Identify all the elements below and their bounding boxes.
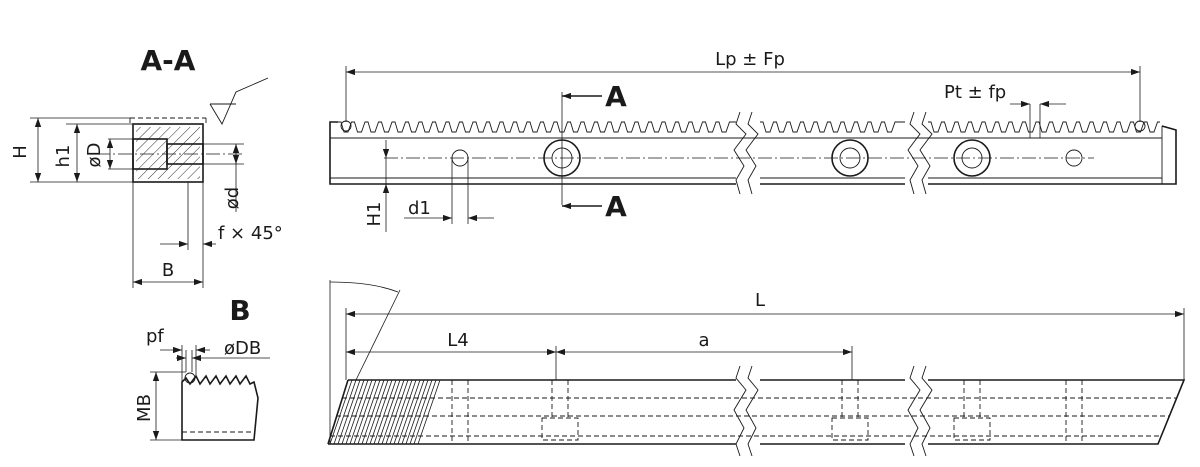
- tooth-line: [385, 379, 409, 445]
- chamfer-label: f × 45°: [218, 223, 283, 244]
- d-label: ød: [222, 187, 243, 209]
- top-view: Lp ± Fp A A: [329, 49, 1177, 232]
- MB-label: MB: [134, 394, 155, 422]
- tooth-line: [341, 379, 365, 445]
- DB-label: øDB: [224, 338, 261, 359]
- tooth-line: [345, 379, 369, 445]
- tooth-line: [381, 379, 405, 445]
- tooth-line: [377, 379, 401, 445]
- lp-label: Lp ± Fp: [715, 49, 785, 70]
- dowel-hole: [1065, 149, 1083, 167]
- tooth-line: [405, 379, 429, 445]
- detail-title: B: [229, 294, 250, 327]
- tooth-line: [329, 379, 353, 445]
- section-mark-bottom: A: [605, 190, 627, 223]
- pf-label: pf: [146, 326, 164, 347]
- d1-label: d1: [408, 198, 431, 219]
- detail-b: B pf øDB MB: [134, 294, 270, 441]
- bottom-view: L L4 a: [327, 280, 1186, 457]
- tooth-line: [397, 379, 421, 445]
- B-label: B: [162, 260, 174, 281]
- helical-teeth: [329, 379, 441, 445]
- break-mark: [907, 111, 921, 195]
- tooth-line: [413, 379, 437, 445]
- tooth-line: [401, 379, 425, 445]
- tooth-line: [393, 379, 417, 445]
- rack-bottom-body: [328, 379, 1186, 445]
- section-mark-top: A: [605, 80, 627, 113]
- D-label: øD: [84, 143, 105, 168]
- tooth-line: [333, 379, 357, 445]
- pitch-label: Pt ± fp: [944, 82, 1006, 103]
- rack-teeth: [338, 121, 1160, 133]
- section-a-a: A-A ød øD h1 H: [10, 44, 283, 288]
- tooth-line: [417, 379, 441, 445]
- break-mark: [733, 111, 747, 195]
- measuring-pin: [184, 372, 196, 384]
- H1-label: H1: [364, 202, 385, 227]
- tooth-line: [369, 379, 393, 445]
- surface-finish-symbol: [209, 77, 269, 125]
- reference-pin: [340, 120, 352, 132]
- tooth-line: [357, 379, 381, 445]
- tooth-line: [337, 379, 361, 445]
- tooth-line: [365, 379, 389, 445]
- reference-pin: [1134, 120, 1146, 132]
- L-label: L: [755, 290, 765, 311]
- tooth-line: [409, 379, 433, 445]
- H-label: H: [10, 145, 31, 159]
- tooth-line: [373, 379, 397, 445]
- counterbore-hole: [953, 139, 991, 177]
- h1-label: h1: [53, 145, 74, 168]
- counterbore-hole: [831, 139, 869, 177]
- tooth-line: [361, 379, 385, 445]
- section-title: A-A: [141, 44, 196, 77]
- tooth-line: [389, 379, 413, 445]
- tooth-line: [349, 379, 373, 445]
- tooth-profile: [181, 374, 259, 441]
- tooth-line: [353, 379, 377, 445]
- a-label: a: [698, 330, 709, 351]
- L4-label: L4: [447, 330, 468, 351]
